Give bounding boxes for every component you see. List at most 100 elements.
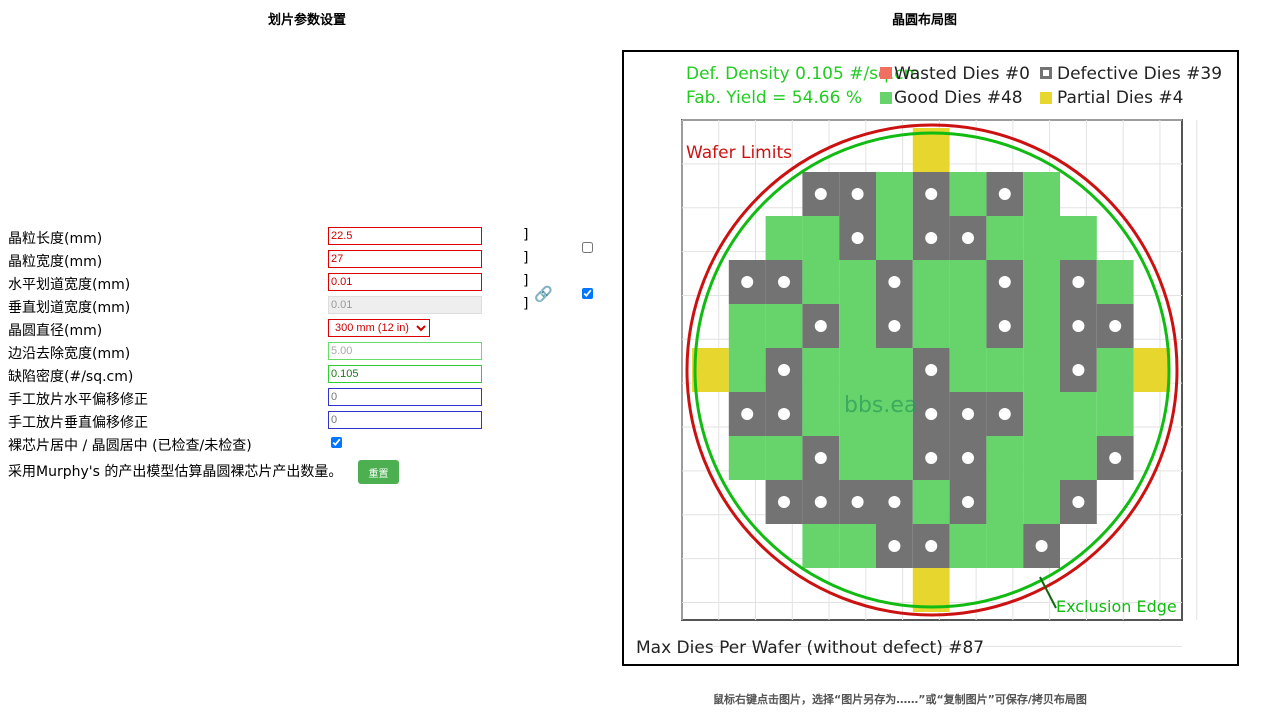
defect-marker <box>925 364 938 376</box>
good-die <box>949 348 987 392</box>
defect-marker <box>814 496 827 508</box>
defect-marker <box>851 496 864 508</box>
good-die <box>949 260 987 304</box>
defect-marker <box>778 496 790 508</box>
bracket-marker: ] <box>522 227 531 243</box>
edge-exclusion-input[interactable] <box>328 342 482 360</box>
defect-marker <box>925 452 938 464</box>
exclusion-edge-label: Exclusion Edge <box>1056 597 1177 616</box>
square-die-checkbox[interactable] <box>582 242 593 253</box>
good-die <box>876 436 913 480</box>
good-die <box>876 216 913 260</box>
good-die <box>802 260 840 304</box>
defect-marker <box>814 320 827 332</box>
exclusion-edge-circle <box>693 131 1171 609</box>
good-die <box>1023 304 1060 348</box>
defect-marker <box>778 276 790 288</box>
link-scribe-checkbox[interactable] <box>582 288 593 299</box>
save-hint: 鼠标右键点击图片，选择“图片另存为……”或“复制图片”可保存/拷贝布局图 <box>713 693 1087 706</box>
defect-marker <box>1072 496 1085 508</box>
good-die <box>912 260 950 304</box>
defect-marker <box>888 496 901 508</box>
good-die <box>839 392 876 436</box>
good-die <box>912 304 950 348</box>
exclusion-pointer-line <box>1039 576 1057 609</box>
good-die <box>802 392 840 436</box>
v-scribe-input <box>328 296 482 314</box>
row-murphy: 采用Murphy's 的产出模型估算晶圆裸芯片产出数量。 <box>8 460 608 482</box>
die-length-label: 晶粒长度(mm) <box>8 231 103 247</box>
good-die <box>949 304 987 348</box>
manual-v-offset-input[interactable] <box>328 411 482 429</box>
good-die <box>839 348 876 392</box>
good-die <box>1023 436 1060 480</box>
defect-marker <box>888 540 901 552</box>
die-width-input[interactable] <box>328 250 482 268</box>
row-v-scribe: 垂直划道宽度(mm) ] <box>8 296 608 318</box>
h-scribe-input[interactable] <box>328 273 482 291</box>
row-centering: 裸芯片居中 / 晶圆居中 (已检查/未检查) <box>8 434 608 456</box>
manual-v-offset-label: 手工放片垂直偏移修正 <box>8 415 148 431</box>
watermark-text: bbs.ea <box>844 393 917 418</box>
h-scribe-label: 水平划道宽度(mm) <box>8 277 131 293</box>
good-die <box>1060 216 1097 260</box>
defect-marker <box>814 188 827 200</box>
defect-marker <box>741 276 754 288</box>
partial-legend-swatch <box>1040 92 1052 104</box>
good-die <box>986 348 1024 392</box>
link-icon[interactable]: 🔗 <box>534 285 553 303</box>
row-manual-v-offset: 手工放片垂直偏移修正 <box>8 411 608 433</box>
good-die <box>1096 260 1134 304</box>
good-legend-swatch <box>880 92 892 104</box>
good-die <box>1096 348 1134 392</box>
good-die <box>802 348 840 392</box>
wafer-diameter-label: 晶圆直径(mm) <box>8 323 103 339</box>
good-die <box>986 480 1024 524</box>
murphy-description: 采用Murphy's 的产出模型估算晶圆裸芯片产出数量。 <box>8 464 343 480</box>
centering-checkbox[interactable] <box>331 437 342 448</box>
defect-marker <box>962 408 974 420</box>
defect-density-input[interactable] <box>328 365 482 383</box>
wafer-diameter-select[interactable]: 300 mm (12 in) <box>328 319 430 337</box>
good-die <box>949 172 987 216</box>
good-die <box>728 304 766 348</box>
good-die <box>1096 392 1134 436</box>
good-die <box>728 436 766 480</box>
good-die <box>1023 480 1060 524</box>
defect-marker <box>925 408 938 420</box>
manual-h-offset-input[interactable] <box>328 388 482 406</box>
good-die <box>802 216 840 260</box>
good-die <box>949 524 987 568</box>
defect-marker <box>998 276 1011 288</box>
good-die <box>1023 216 1060 260</box>
defect-marker <box>741 408 754 420</box>
defect-marker <box>851 188 864 200</box>
v-scribe-label: 垂直划道宽度(mm) <box>8 300 131 316</box>
good-die <box>1060 392 1097 436</box>
defect-marker <box>925 188 938 200</box>
die-length-input[interactable] <box>328 227 482 245</box>
good-die <box>986 436 1024 480</box>
good-die <box>839 304 876 348</box>
good-die <box>986 524 1024 568</box>
good-die <box>876 392 913 436</box>
defect-marker <box>998 188 1011 200</box>
defect-density-legend: Def. Density 0.105 #/sq.cm <box>686 64 920 84</box>
partial-die <box>692 348 729 392</box>
wafer-map-canvas[interactable]: Wafer Limits Exclusion Edge bbs.ea Def. … <box>622 50 1239 666</box>
row-die-width: 晶粒宽度(mm) ] <box>8 250 608 272</box>
defect-marker <box>998 408 1011 420</box>
reset-button[interactable]: 重置 <box>358 460 399 484</box>
defect-marker <box>998 320 1011 332</box>
die-layer <box>692 128 1171 612</box>
good-die <box>1023 260 1060 304</box>
defect-marker <box>1072 320 1085 332</box>
wasted-legend-swatch <box>880 67 892 79</box>
good-die <box>765 216 803 260</box>
defect-marker <box>888 320 901 332</box>
good-die <box>1023 392 1060 436</box>
wasted-legend: Wasted Dies #0 <box>894 64 1030 84</box>
row-h-scribe: 水平划道宽度(mm) ] <box>8 273 608 295</box>
good-die <box>765 436 803 480</box>
defect-marker <box>814 452 827 464</box>
